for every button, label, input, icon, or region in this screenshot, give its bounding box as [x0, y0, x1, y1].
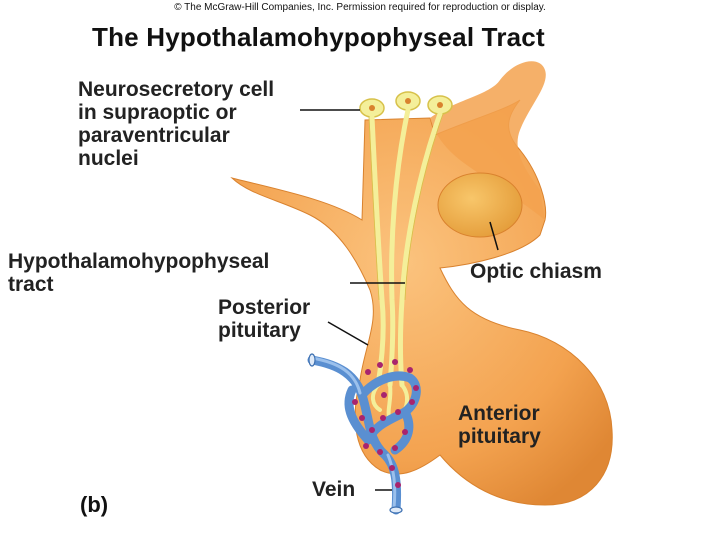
vein-cut-end-top: [308, 353, 316, 367]
copyright-notice: © The McGraw-Hill Companies, Inc. Permis…: [174, 2, 546, 13]
label-line: pituitary: [458, 425, 541, 448]
axon-tract: [369, 107, 443, 388]
label-posterior-pituitary: Posterior pituitary: [218, 296, 310, 342]
diagram-title: The Hypothalamohypophyseal Tract: [92, 22, 545, 52]
label-hypothalamohypophyseal-tract: Hypothalamohypophyseal tract: [8, 250, 269, 296]
hormone-granules: [352, 359, 419, 488]
label-line: paraventricular: [78, 124, 230, 147]
label-line: nuclei: [78, 147, 139, 170]
cell-nuclei: [369, 98, 443, 111]
optic-chiasm: [437, 172, 523, 238]
label-anterior-pituitary: Anterior pituitary: [458, 402, 541, 448]
label-vein: Vein: [312, 478, 356, 501]
label-line: in supraoptic or: [78, 101, 237, 124]
label-optic-chiasm: Optic chiasm: [470, 260, 602, 283]
label-line: Posterior: [218, 296, 311, 319]
label-line: Neurosecretory cell: [78, 78, 275, 101]
leader-lines: [300, 109, 499, 491]
vein-cut-end-bottom: [389, 506, 403, 514]
panel-label: (b): [80, 492, 109, 517]
label-line: Hypothalamohypophyseal: [8, 250, 270, 273]
label-line: tract: [8, 273, 54, 296]
label-neurosecretory-cell: Neurosecretory cell in supraoptic or par…: [78, 78, 274, 170]
label-line: Anterior: [458, 402, 540, 425]
brain-tissue-right: [430, 61, 546, 220]
axon-tract-edges: [368, 113, 444, 301]
vein-network-highlight: [310, 356, 397, 510]
label-line: pituitary: [218, 319, 301, 342]
